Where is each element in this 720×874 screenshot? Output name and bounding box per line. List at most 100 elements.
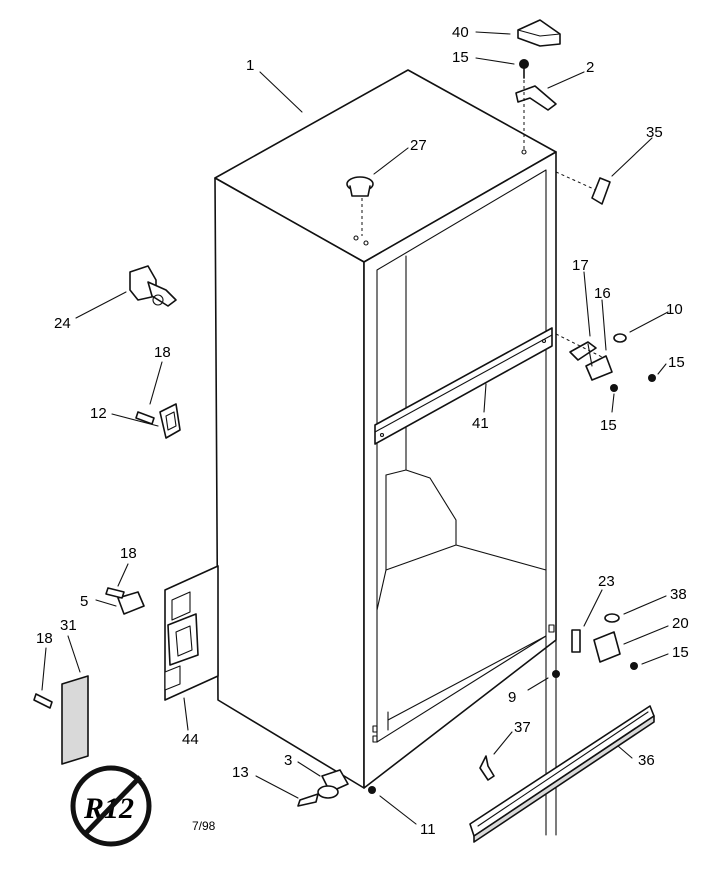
leader-1	[259, 71, 303, 113]
leader-5	[95, 599, 117, 607]
part-5-hinge	[105, 587, 145, 615]
leader-15a	[475, 57, 515, 65]
divider-bar	[374, 327, 553, 445]
top-hole	[353, 235, 359, 241]
leader-18a	[149, 361, 163, 405]
frame-slot	[548, 624, 555, 633]
callout-3: 3	[284, 752, 292, 769]
leader-13	[255, 775, 299, 799]
top-hole	[363, 240, 369, 246]
leader-35	[611, 137, 653, 177]
leader-41	[483, 383, 487, 413]
shim-23	[571, 629, 581, 653]
divider-screw-hole	[379, 432, 385, 438]
callout-38: 38	[670, 586, 687, 603]
screw-18-bottom	[33, 693, 53, 709]
leader-2	[547, 71, 585, 89]
leader-17	[583, 271, 591, 337]
callout-17: 17	[572, 257, 589, 274]
bushing-nut	[152, 294, 164, 306]
top-hole	[521, 149, 527, 155]
leader-38	[623, 595, 667, 615]
date-code: 7/98	[192, 819, 216, 833]
leader-36	[617, 745, 633, 759]
callout-18: 18	[154, 344, 171, 361]
callout-31: 31	[60, 617, 77, 634]
frame-slot	[372, 725, 378, 733]
part-23-20-hinge	[571, 613, 638, 670]
callout-13: 13	[232, 764, 249, 781]
hinge-20-plate	[593, 631, 621, 663]
callout-18: 18	[36, 630, 53, 647]
liner-floor-front	[376, 569, 387, 611]
screw-18-mid	[105, 587, 125, 599]
screw-15-lower	[610, 384, 618, 392]
callout-18: 18	[120, 545, 137, 562]
callout-12: 12	[90, 405, 107, 422]
side-panel-part-44	[164, 565, 219, 701]
callout-40: 40	[452, 24, 469, 41]
callout-15: 15	[672, 644, 689, 661]
side-panel-tab	[164, 665, 181, 691]
washer-10	[613, 333, 627, 343]
leader-44	[183, 697, 189, 731]
part-15-screw-top	[519, 59, 529, 79]
callout-10: 10	[666, 301, 683, 318]
r12-prohibited-logo: R12	[70, 765, 152, 847]
cover-31	[61, 675, 89, 765]
leader-15b	[657, 363, 667, 375]
callout-1: 1	[246, 57, 254, 74]
leader-18c	[41, 647, 47, 691]
callout-labels: 1 40 15 2 27 35 24 17 16 10 15 15 18 12 …	[36, 24, 689, 838]
callout-20: 20	[672, 615, 689, 632]
leader-31	[67, 635, 81, 673]
leader-40	[475, 31, 511, 35]
part-27-plug	[346, 176, 374, 236]
callout-5: 5	[80, 593, 88, 610]
callout-37: 37	[514, 719, 531, 736]
hinge-12-detail	[165, 411, 177, 431]
pin-body	[591, 177, 611, 205]
part-35-pin	[555, 171, 611, 205]
callout-27: 27	[410, 137, 427, 154]
screw-head	[519, 59, 529, 69]
part-24-bushing	[129, 265, 177, 307]
liner-step-line	[385, 469, 407, 476]
callout-41: 41	[472, 415, 489, 432]
leader-9	[527, 677, 549, 691]
screw-15-right	[648, 374, 656, 382]
cap-body	[517, 19, 561, 47]
hinge-5-plate	[117, 591, 145, 615]
leader-10	[629, 311, 669, 333]
part-31-cover	[33, 675, 89, 765]
grille-bottom	[473, 715, 655, 843]
cap-edge	[517, 29, 561, 37]
callout-15: 15	[452, 49, 469, 66]
part-37-clip	[479, 755, 495, 781]
hinge-bracket	[515, 85, 557, 111]
leader-23	[583, 589, 603, 627]
callout-16: 16	[594, 285, 611, 302]
leader-lines	[41, 31, 669, 825]
hinge-16-plate	[585, 355, 613, 381]
callout-35: 35	[646, 124, 663, 141]
divider-bar-edge	[374, 334, 553, 433]
grille-groove	[477, 711, 649, 827]
liner-floor-line	[455, 544, 547, 571]
cabinet-assembly	[214, 69, 557, 836]
leg-3-foot	[317, 785, 339, 799]
part-17-16-hinge	[555, 333, 656, 392]
callout-11: 11	[420, 821, 436, 838]
washer-38	[604, 613, 620, 623]
side-panel-slot	[171, 591, 191, 621]
callout-23: 23	[598, 573, 615, 590]
leader-27	[373, 147, 409, 175]
part-12-hinge	[135, 403, 181, 439]
screw-13	[297, 793, 319, 807]
callout-44: 44	[182, 731, 199, 748]
divider-bar-part-41	[374, 327, 553, 445]
screw-9-head	[552, 670, 560, 678]
leader-18b	[117, 563, 129, 587]
leader-20	[623, 625, 669, 645]
callout-15: 15	[668, 354, 685, 371]
